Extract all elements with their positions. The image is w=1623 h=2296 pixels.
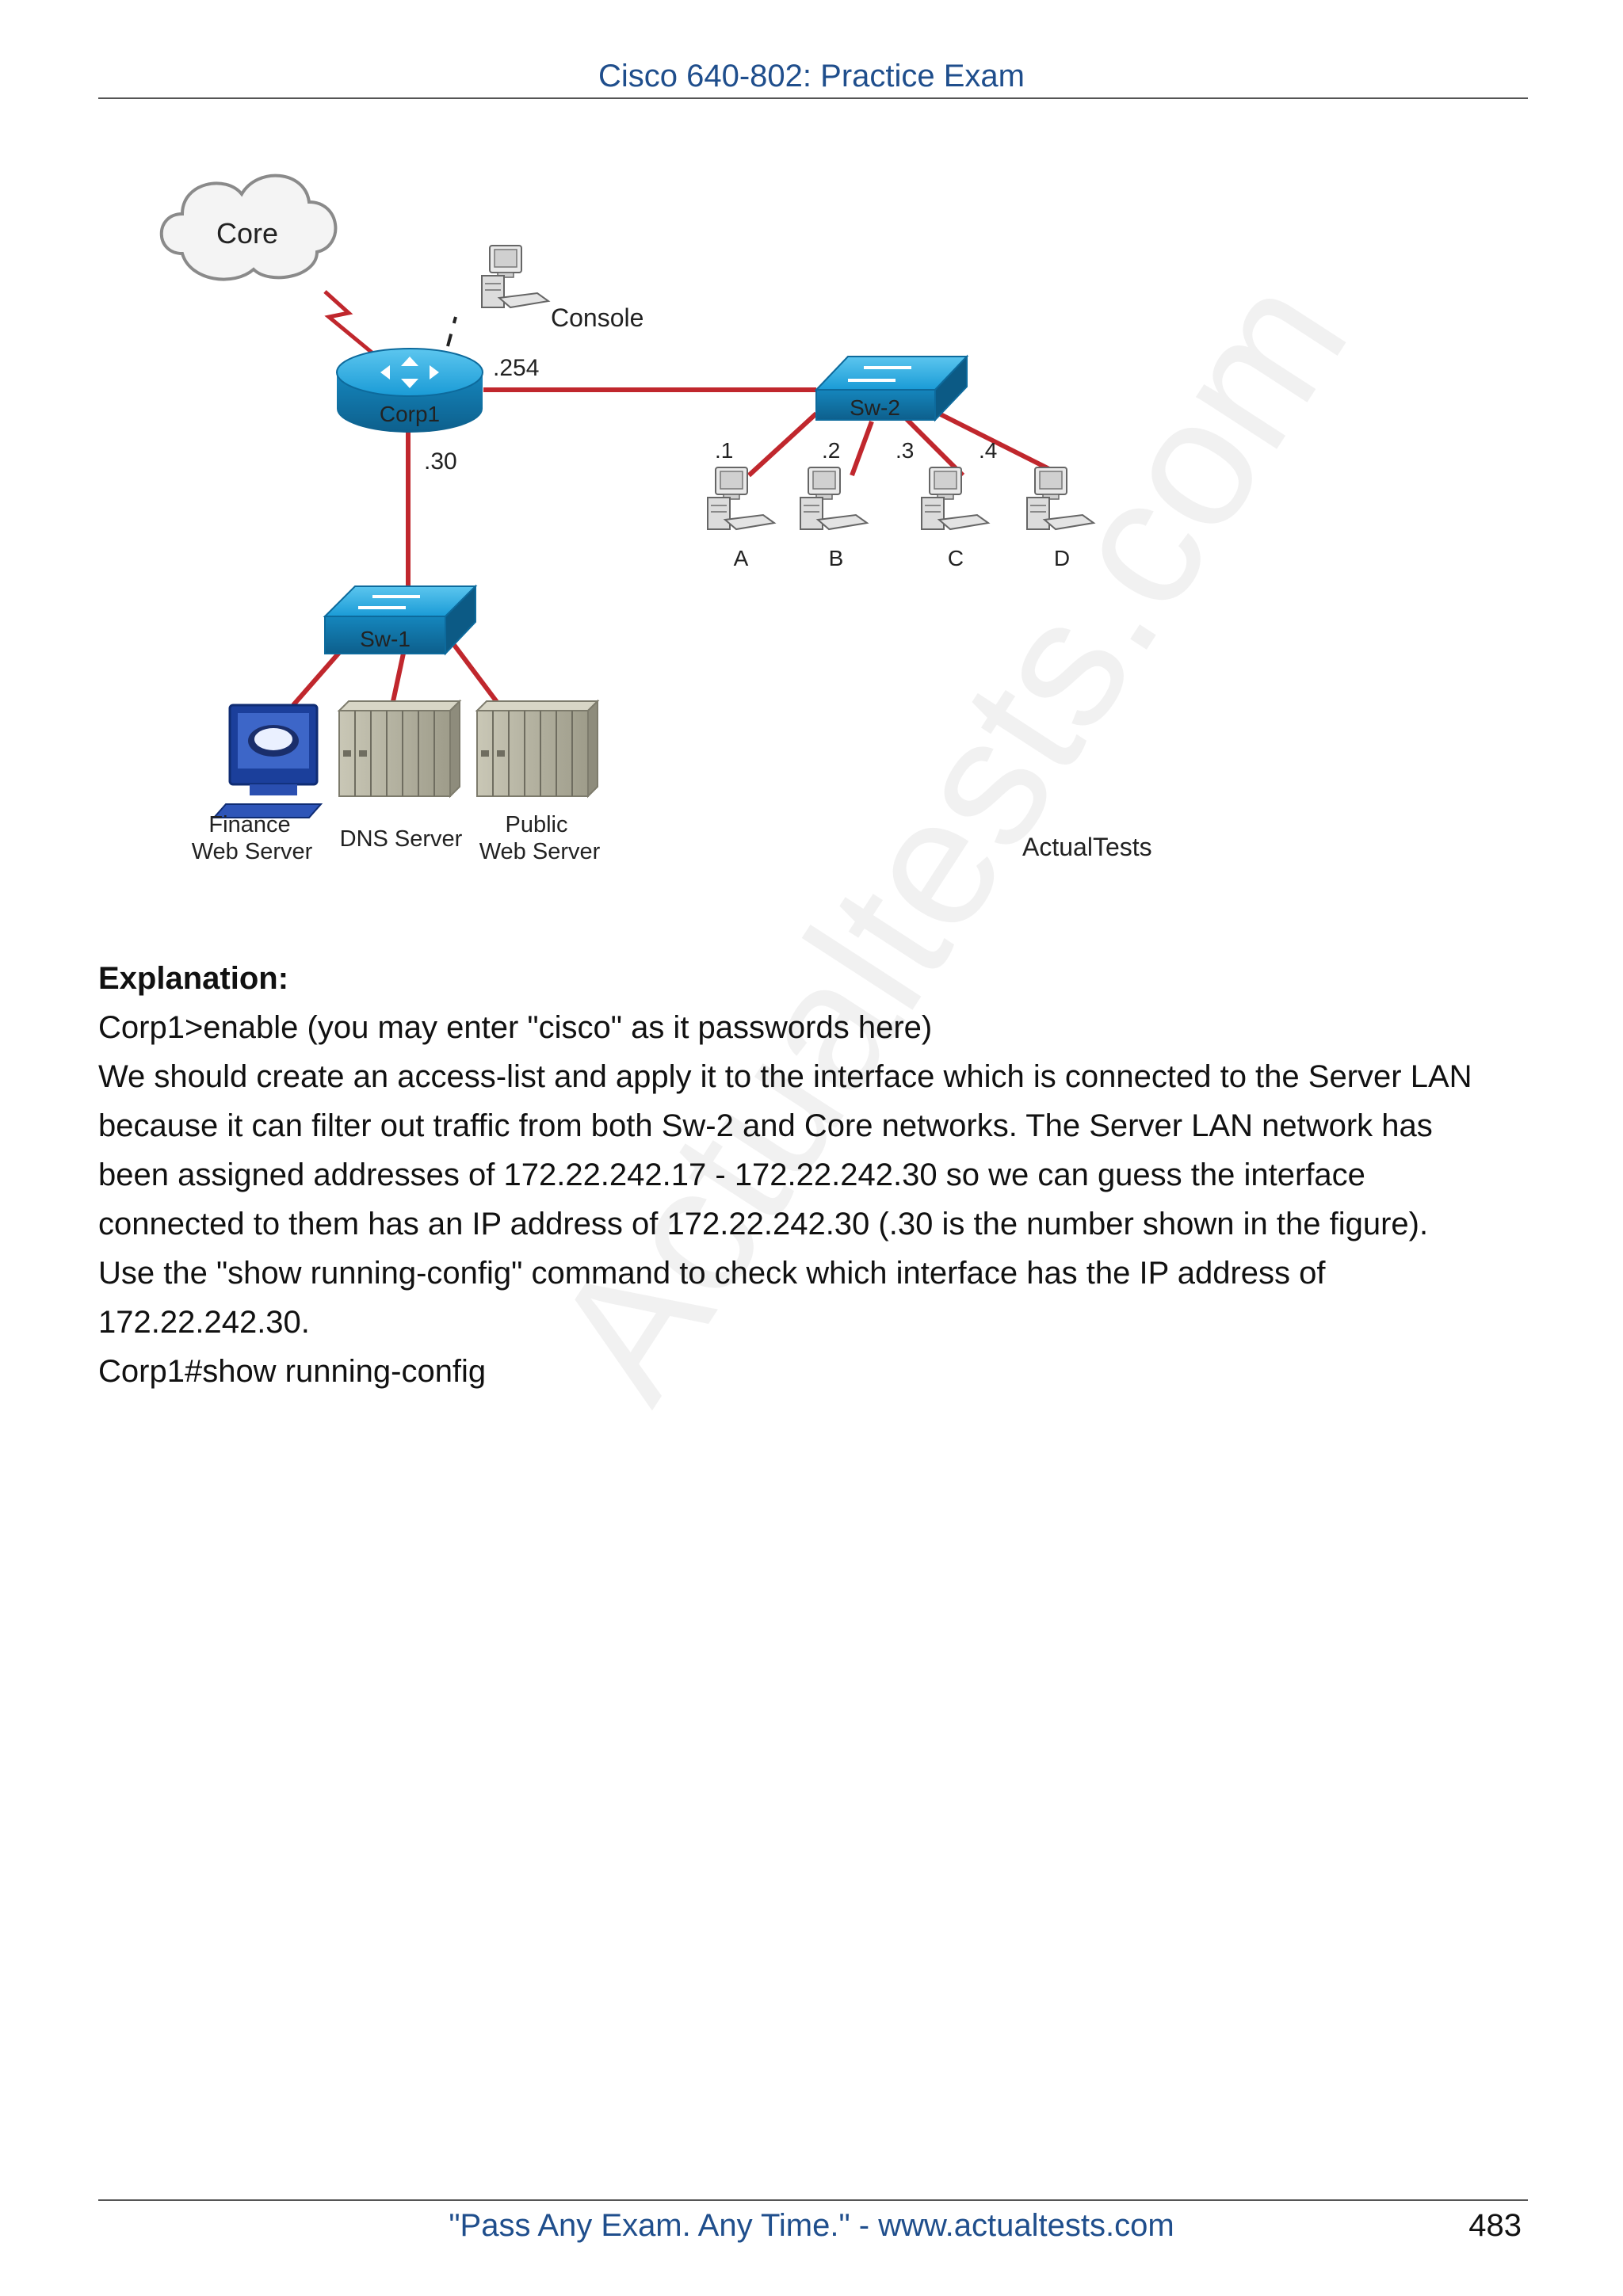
host-b-pc-icon <box>800 467 867 529</box>
explanation-line: connected to them has an IP address of 1… <box>98 1199 1533 1249</box>
link-sw2-a <box>749 414 816 475</box>
actualtests-brand: ActualTests <box>1022 833 1152 861</box>
explanation-line: We should create an access-list and appl… <box>98 1052 1533 1101</box>
router-label: Corp1 <box>380 402 440 426</box>
host-d-ip: .4 <box>979 438 997 463</box>
host-d-pc-icon <box>1027 467 1094 529</box>
dns-server-rack-icon <box>339 701 460 796</box>
explanation-line: Corp1>enable (you may enter "cisco" as i… <box>98 1003 1533 1052</box>
host-c-label: C <box>948 546 964 570</box>
console-label: Console <box>551 303 643 332</box>
host-b-ip: .2 <box>822 438 840 463</box>
explanation-line: Use the "show running-config" command to… <box>98 1249 1533 1298</box>
footer-slogan: "Pass Any Exam. Any Time." - www.actualt… <box>0 2208 1623 2244</box>
link-sw2-b <box>852 421 872 475</box>
host-d: .4 D <box>979 438 1094 570</box>
console-pc-icon <box>482 246 548 307</box>
page-header-title: Cisco 640-802: Practice Exam <box>0 59 1623 94</box>
host-d-label: D <box>1054 546 1070 570</box>
router-ip-254: .254 <box>493 355 539 381</box>
explanation-block: Explanation: Corp1>enable (you may enter… <box>98 954 1533 1396</box>
network-diagram: Core Console Corp1 .254 .30 Sw-2 .1 A .2… <box>151 158 1228 887</box>
finance-label-line1: Finance <box>208 812 290 837</box>
host-c-ip: .3 <box>896 438 914 463</box>
sw1-label: Sw-1 <box>360 627 411 651</box>
link-sw1-public <box>452 642 499 705</box>
host-a-pc-icon <box>708 467 774 529</box>
footer-rule <box>98 2199 1528 2201</box>
explanation-line: 172.22.242.30. <box>98 1298 1533 1347</box>
router-ip-30: .30 <box>424 448 457 475</box>
public-label-line2: Web Server <box>479 839 601 864</box>
host-a: .1 A <box>708 438 774 570</box>
header-rule <box>98 97 1528 99</box>
explanation-line: been assigned addresses of 172.22.242.17… <box>98 1150 1533 1199</box>
sw2-label: Sw-2 <box>850 395 900 420</box>
finance-web-server-icon <box>214 705 321 818</box>
link-sw1-dns <box>392 650 404 705</box>
explanation-line: because it can filter out traffic from b… <box>98 1101 1533 1150</box>
host-c-pc-icon <box>922 467 988 529</box>
finance-label-line2: Web Server <box>192 839 313 864</box>
explanation-heading: Explanation: <box>98 954 1533 1003</box>
dns-server-label: DNS Server <box>340 826 463 852</box>
explanation-line: Corp1#show running-config <box>98 1347 1533 1396</box>
public-web-server-rack-icon <box>477 701 598 796</box>
host-b-label: B <box>829 546 844 570</box>
host-c: .3 C <box>896 438 988 570</box>
host-a-ip: .1 <box>715 438 733 463</box>
public-label-line1: Public <box>506 812 568 837</box>
core-label: Core <box>216 217 278 250</box>
host-a-label: A <box>734 546 749 570</box>
page-number: 483 <box>1468 2208 1522 2244</box>
console-link <box>448 317 456 346</box>
